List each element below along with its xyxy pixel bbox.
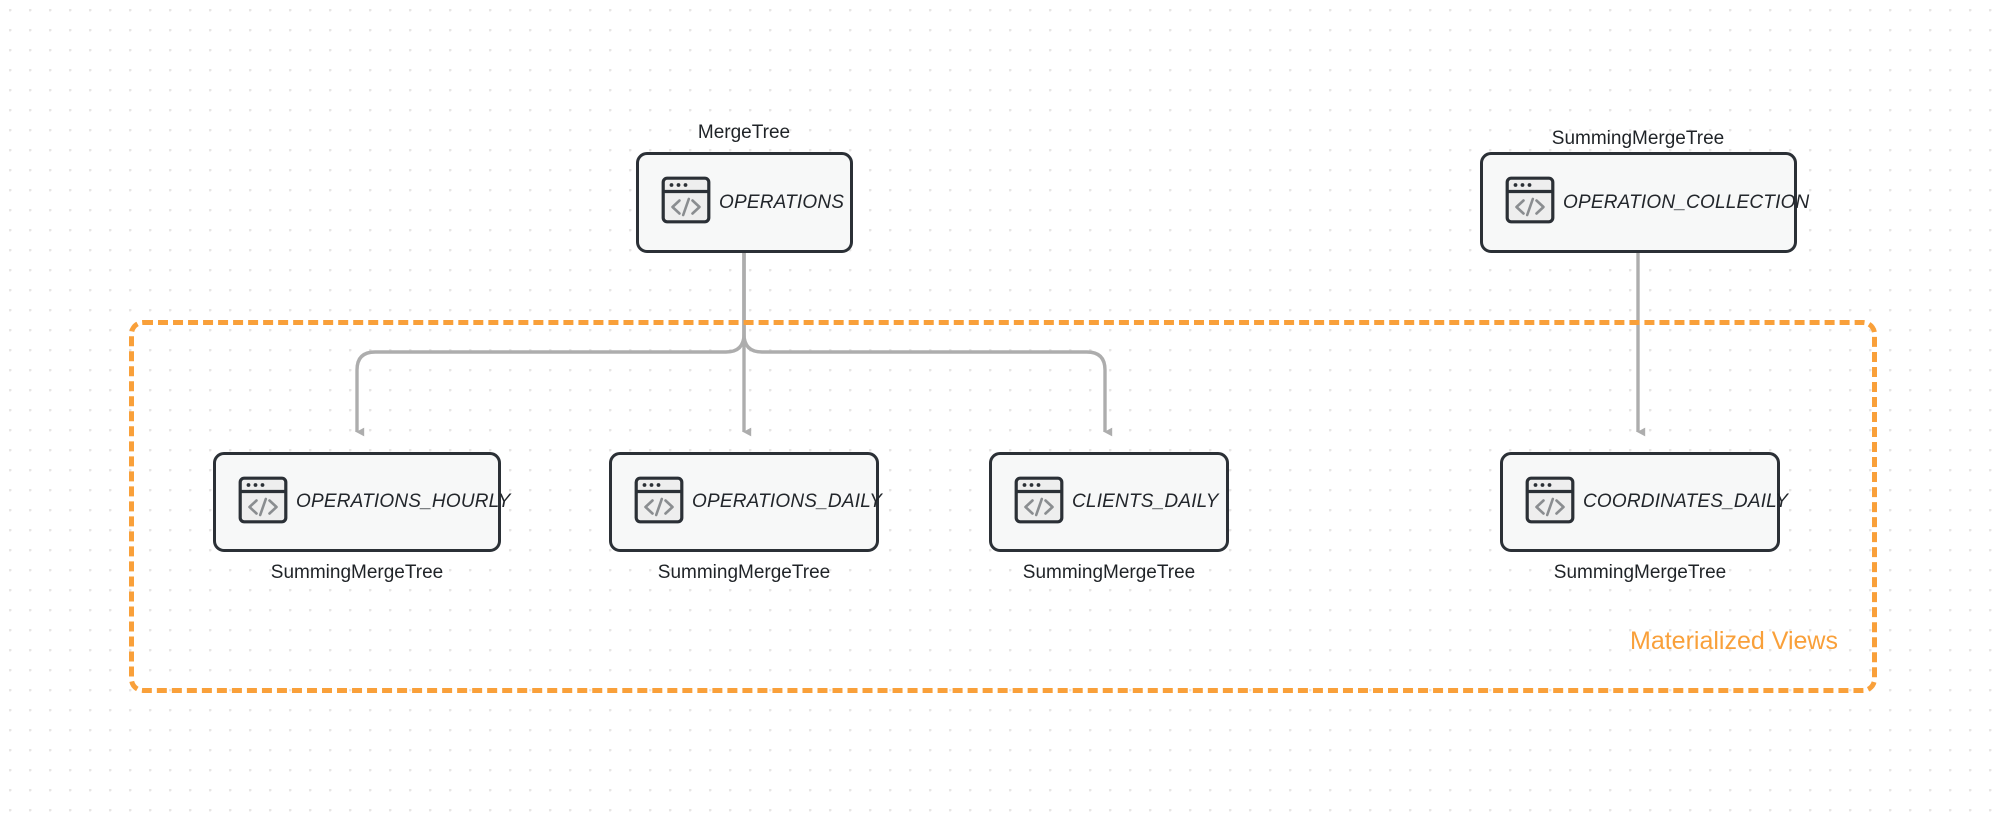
node-label-operations: OPERATIONS xyxy=(719,191,845,213)
code-window-icon xyxy=(1014,476,1064,529)
materialized-views-label: Materialized Views xyxy=(1630,627,1838,655)
node-label-clients-daily: CLIENTS_DAILY xyxy=(1072,491,1219,512)
engine-label-coordinates-daily: SummingMergeTree xyxy=(1553,562,1727,583)
engine-label-operations-hourly: SummingMergeTree xyxy=(270,562,444,583)
node-label-operation-collection: OPERATION_COLLECTION xyxy=(1563,191,1810,213)
code-window-icon xyxy=(238,476,288,529)
node-operations-hourly[interactable]: OPERATIONS_HOURLY xyxy=(213,452,510,552)
node-coordinates-daily[interactable]: COORDINATES_DAILY xyxy=(1500,452,1788,552)
engine-label-operations-daily: SummingMergeTree xyxy=(657,562,831,583)
node-label-coordinates-daily: COORDINATES_DAILY xyxy=(1583,491,1789,512)
code-window-icon xyxy=(1525,476,1575,529)
code-window-icon xyxy=(1505,176,1555,229)
code-window-icon xyxy=(634,476,684,529)
node-clients-daily[interactable]: CLIENTS_DAILY xyxy=(989,452,1229,552)
node-operation-collection[interactable]: OPERATION_COLLECTION xyxy=(1480,152,1809,253)
node-operations-daily[interactable]: OPERATIONS_DAILY xyxy=(609,452,882,552)
engine-label-operation-collection: SummingMergeTree xyxy=(1551,128,1725,149)
node-label-operations-daily: OPERATIONS_DAILY xyxy=(692,491,883,512)
node-label-operations-hourly: OPERATIONS_HOURLY xyxy=(296,491,511,512)
code-window-icon xyxy=(661,176,711,229)
engine-label-clients-daily: SummingMergeTree xyxy=(1022,562,1196,583)
node-operations[interactable]: OPERATIONS xyxy=(636,152,853,253)
engine-label-operations: MergeTree xyxy=(697,122,791,143)
